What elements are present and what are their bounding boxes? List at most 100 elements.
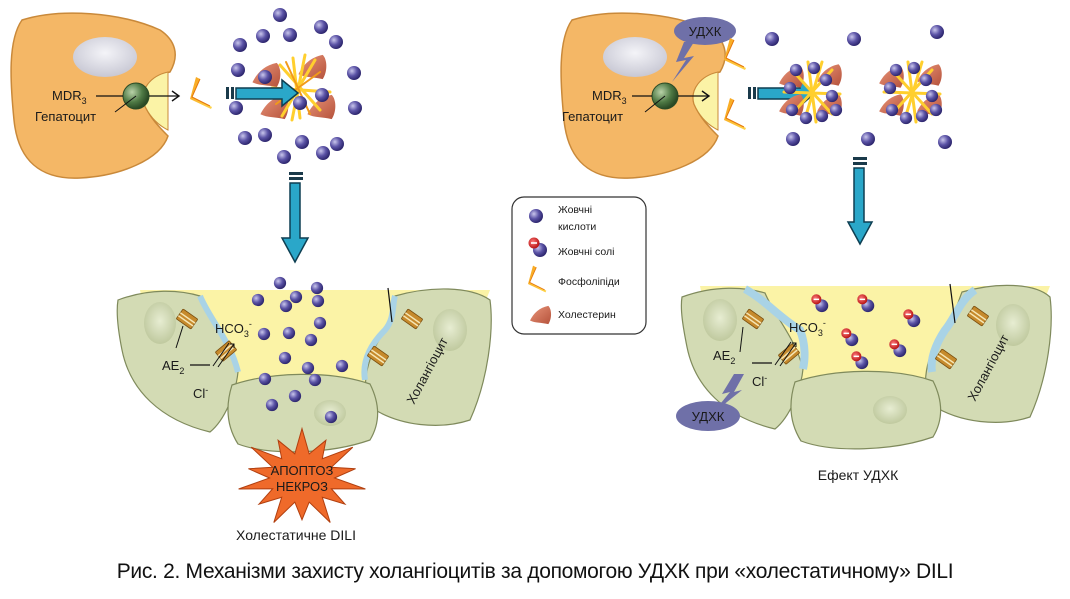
svg-text:Cl-: Cl- <box>193 385 208 401</box>
bile-acid-icon <box>301 361 315 375</box>
bile-acid-icon <box>899 111 913 125</box>
left-flow-arrow-icon <box>226 78 300 108</box>
burst-text-necrosis: НЕКРОЗ <box>276 479 328 494</box>
hco3-label: HCO <box>789 320 818 335</box>
bile-acid-icon <box>885 103 899 117</box>
bile-acid-icon <box>289 290 303 304</box>
udca-label-top: УДХК <box>689 24 722 39</box>
right-hepatocyte: MDR3 Гепатоцит УДХК <box>560 12 736 179</box>
bile-acid-icon <box>907 61 921 75</box>
ae2-label: AE <box>713 348 731 363</box>
right-down-arrow-icon <box>846 157 874 246</box>
legend-label-phospholipids: Фосфоліпіди <box>558 276 620 288</box>
svg-text:Cl-: Cl- <box>752 373 767 389</box>
mdr3-subscript: 3 <box>622 96 627 106</box>
bile-acid-icon <box>861 132 875 146</box>
bile-acid-icon <box>825 89 839 103</box>
left-panel-title: Холестатичне DILI <box>236 527 356 543</box>
ae2-subscript: 2 <box>179 366 184 376</box>
bile-acid-icon <box>257 327 271 341</box>
bile-acid-icon <box>229 101 243 115</box>
bile-acid-icon <box>311 294 325 308</box>
bile-acid-icon <box>529 209 543 223</box>
mdr3-subscript: 3 <box>82 96 87 106</box>
export-arrow-icon <box>701 90 711 102</box>
bile-acid-icon <box>279 299 293 313</box>
hepatocyte-nucleus <box>73 37 137 77</box>
right-micelles <box>779 60 943 125</box>
bile-acid-icon <box>265 398 279 412</box>
bile-acid-icon <box>915 109 929 123</box>
cl-superscript: - <box>205 385 208 395</box>
legend-label-cholesterol: Холестерин <box>558 309 616 321</box>
right-bile-duct: AE2 HCO3- Cl- Холангіоцит УДХК <box>676 283 1052 450</box>
svg-text:AE2: AE2 <box>713 348 735 366</box>
bile-acid-icon <box>819 73 833 87</box>
cl-label: Cl <box>752 374 764 389</box>
bile-acid-icon <box>313 316 327 330</box>
figure-caption: Рис. 2. Механізми захисту холангіоцитів … <box>116 560 954 583</box>
bile-acid-icon <box>829 103 843 117</box>
svg-text:AE2: AE2 <box>162 358 184 376</box>
hco3-subscript: 3 <box>818 328 823 338</box>
udca-badge-top <box>674 17 736 45</box>
bile-acid-icon <box>783 81 797 95</box>
apoptosis-necrosis-burst: АПОПТОЗ НЕКРОЗ <box>238 426 366 523</box>
bile-acid-icon <box>335 359 349 373</box>
bile-acid-icon <box>231 63 245 77</box>
ae2-subscript: 2 <box>730 356 735 366</box>
bile-acid-icon <box>347 66 361 80</box>
bile-acid-icon <box>889 63 903 77</box>
bile-acid-icon <box>278 351 292 365</box>
bile-acid-icon <box>324 410 338 424</box>
udca-lightning-icon <box>712 374 744 414</box>
hepatocyte-label: Гепатоцит <box>562 109 623 124</box>
ae2-label: AE <box>162 358 180 373</box>
bile-acid-icon <box>807 61 821 75</box>
mdr3-label: MDR <box>592 88 622 103</box>
bile-acid-icon <box>273 276 287 290</box>
bile-acid-icon <box>251 293 265 307</box>
bile-acid-icon <box>785 103 799 117</box>
bile-acid-icon <box>925 89 939 103</box>
bile-acid-icon <box>304 333 318 347</box>
legend-label-bile-acids-1: Жовчні <box>558 204 592 216</box>
udca-badge-bottom <box>676 401 740 431</box>
bile-acid-icon <box>256 29 270 43</box>
bile-acid-icon <box>295 135 309 149</box>
bile-acid-icon <box>786 132 800 146</box>
bile-acid-icon <box>293 96 307 110</box>
bile-acid-icon <box>238 131 252 145</box>
svg-text:HCO3-: HCO3- <box>215 319 252 339</box>
bile-acid-icon <box>315 88 329 102</box>
bile-acid-icon <box>316 146 330 160</box>
bile-acid-icon <box>815 109 829 123</box>
bile-acid-icon <box>310 281 324 295</box>
bile-acid-icon <box>329 35 343 49</box>
phospholipid-icon <box>189 76 213 110</box>
svg-text:MDR3: MDR3 <box>52 88 87 106</box>
phospholipid-icon <box>723 97 747 131</box>
bile-acid-icon <box>765 32 779 46</box>
hco3-superscript: - <box>823 318 826 328</box>
exchange-arrows-icon <box>774 341 797 367</box>
cholangiocyte-bottom <box>790 370 942 450</box>
legend-label-bile-salts: Жовчні солі <box>558 246 614 258</box>
bile-acid-icon <box>919 73 933 87</box>
cl-superscript: - <box>764 373 767 383</box>
bile-acid-icon <box>799 111 813 125</box>
legend: Жовчні кислоти Жовчні солі Фосфоліпіди Х… <box>511 196 647 335</box>
export-arrow-icon <box>171 90 181 102</box>
bile-acid-icon <box>288 389 302 403</box>
bile-acid-icon <box>929 103 943 117</box>
left-down-arrow-icon <box>280 172 310 264</box>
mdr3-label: MDR <box>52 88 82 103</box>
bile-acid-icon <box>283 28 297 42</box>
bile-acid-icon <box>314 20 328 34</box>
udca-label-bottom: УДХК <box>692 409 725 424</box>
bile-acid-icon <box>258 372 272 386</box>
hepatocyte-nucleus <box>603 37 667 77</box>
bile-acid-icon <box>258 128 272 142</box>
bile-acid-icon <box>847 32 861 46</box>
bile-acid-icon <box>273 8 287 22</box>
